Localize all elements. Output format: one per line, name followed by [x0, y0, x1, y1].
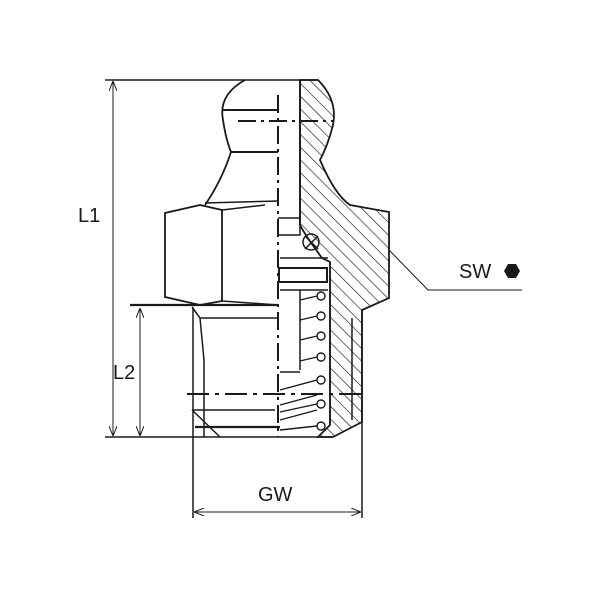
l2-label: L2: [113, 362, 136, 384]
section-hatch: [299, 79, 390, 438]
l1-label: L1: [78, 205, 101, 227]
hexagon-icon: [504, 264, 520, 278]
sw-label: SW: [459, 261, 492, 283]
sw-leader: [388, 249, 522, 291]
gw-label: GW: [258, 484, 293, 506]
